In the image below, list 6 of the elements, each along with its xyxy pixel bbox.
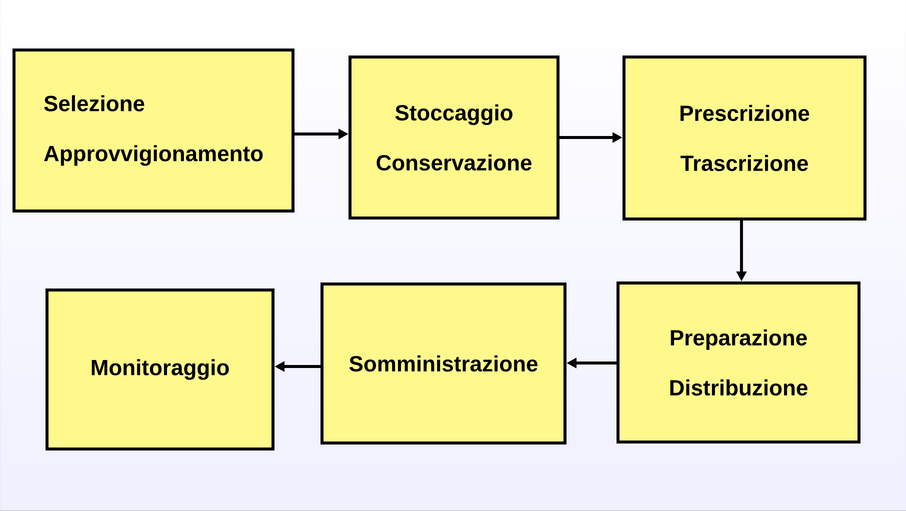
process-box: Prescrizione Trascrizione: [622, 56, 866, 220]
process-box: Somministrazione: [320, 282, 566, 444]
process-box: Monitoraggio: [46, 288, 274, 450]
process-box: Selezione Approvvigionamento: [12, 48, 294, 212]
process-box: Preparazione Distribuzione: [616, 282, 860, 444]
process-box: Stoccaggio Conservazione: [348, 56, 560, 220]
